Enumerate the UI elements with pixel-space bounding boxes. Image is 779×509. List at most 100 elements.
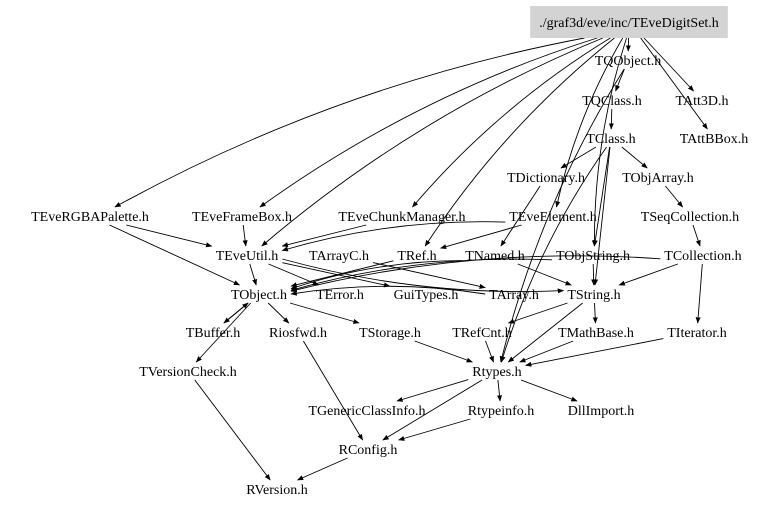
node-TCollection[interactable]: TCollection.h [664,249,741,264]
edge-TMathBase-to-Rtypes [519,340,574,363]
node-TRefCnt[interactable]: TRefCnt.h [452,326,512,341]
node-TNamed[interactable]: TNamed.h [465,249,524,264]
node-label: TEveElement.h [509,210,596,225]
edge-TObject-to-TStorage [289,302,360,324]
node-label: TBuffer.h [186,326,241,341]
node-TObject[interactable]: TObject.h [231,288,287,303]
edge-TNamed-to-TString [517,263,572,286]
edge-TObject-to-TVersionCheck [195,302,252,363]
node-label: TObjArray.h [622,171,694,186]
edge-RConfig-to-RVersion [296,457,348,481]
edge-TClass-to-TDictionary [560,146,597,169]
edge-TObject-to-Riosfwd [267,302,290,324]
node-Riosfwd[interactable]: Riosfwd.h [269,326,327,341]
node-TEveUtil[interactable]: TEveUtil.h [216,249,279,264]
node-TAtt3D[interactable]: TAtt3D.h [676,94,729,109]
edge-TBuffer-to-TObject [223,302,249,324]
edge-TString-to-TRefCnt [507,302,568,324]
edge-Rtypeinfo-to-RConfig [398,418,471,441]
edge-TObjString-to-TObject [290,258,553,292]
edge-TClass-to-Rtypes [500,146,607,363]
node-DllImport[interactable]: DllImport.h [568,404,635,419]
edge-TObjArray-to-TSeqCollection [665,185,683,208]
node-TMathBase[interactable]: TMathBase.h [558,326,634,341]
edge-TEveUtil-to-TObject [249,263,257,286]
edge-TQClass-to-TClass [608,108,614,130]
edge-TEveDigitSet-to-TRef [424,37,615,247]
node-label: Riosfwd.h [269,326,327,341]
node-TQClass[interactable]: TQClass.h [582,94,642,109]
node-TObjString[interactable]: TObjString.h [556,249,630,264]
node-label: TObjString.h [556,249,630,264]
node-TEveRGBAPalette[interactable]: TEveRGBAPalette.h [31,210,149,225]
node-label: TArray.h [489,288,539,303]
node-TEveDigitSet[interactable]: ./graf3d/eve/inc/TEveDigitSet.h [530,6,728,38]
node-Rtypeinfo[interactable]: Rtypeinfo.h [468,404,535,419]
node-label: TClass.h [586,132,635,147]
node-TString[interactable]: TString.h [567,288,620,303]
node-label: TSeqCollection.h [641,210,739,225]
node-TObjArray[interactable]: TObjArray.h [622,171,694,186]
root-node-highlight [530,6,728,38]
node-TError[interactable]: TError.h [316,288,364,303]
node-TEveChunkManager[interactable]: TEveChunkManager.h [338,210,465,225]
edge-TCollection-to-TString [618,263,678,286]
node-TArrayC[interactable]: TArrayC.h [309,249,369,264]
edge-TEveDigitSet-to-TObjString [591,37,627,247]
node-TAttBBox[interactable]: TAttBBox.h [680,132,749,147]
node-Rtypes[interactable]: Rtypes.h [472,365,521,380]
edge-TClass-to-TObjArray [621,146,648,169]
edge-TDictionary-to-TNamed [500,185,541,247]
node-label: RConfig.h [339,443,398,458]
edge-Rtypes-to-DllImport [520,379,578,402]
edge-TEveDigitSet-to-TEveChunkManager [412,37,611,208]
node-label: TGenericClassInfo.h [308,404,425,419]
edge-TRefCnt-to-Rtypes [485,340,494,363]
node-label: TMathBase.h [558,326,634,341]
edge-TSeqCollection-to-TCollection [692,224,701,247]
node-TStorage[interactable]: TStorage.h [359,326,421,341]
node-label: TObject.h [231,288,287,303]
edge-TArrayC-to-TArray [372,262,486,289]
node-TRef[interactable]: TRef.h [397,249,436,264]
node-RConfig[interactable]: RConfig.h [339,443,398,458]
node-TEveElement[interactable]: TEveElement.h [509,210,596,225]
node-label: TNamed.h [465,249,524,264]
edge-TClass-to-TString [593,146,611,286]
node-label: TRefCnt.h [452,326,512,341]
node-TQObject[interactable]: TQObject.h [595,54,661,69]
node-label: TEveUtil.h [216,249,279,264]
node-TClass[interactable]: TClass.h [586,132,635,147]
node-RVersion[interactable]: RVersion.h [246,483,308,498]
edge-TObjString-to-TString [591,263,597,286]
node-label: TCollection.h [664,249,741,264]
node-GuiTypes[interactable]: GuiTypes.h [394,288,459,303]
node-label: Rtypeinfo.h [468,404,535,419]
node-label: TEveRGBAPalette.h [31,210,149,225]
edge-TEveDigitSet-to-TAtt3D [643,37,695,92]
node-label: TQClass.h [582,94,642,109]
node-label: TRef.h [397,249,436,264]
edge-TEveUtil-to-GuiTypes [282,262,391,288]
edge-TEveRGBAPalette-to-TObject [109,224,241,286]
edge-TNamed-to-TObject [290,260,462,290]
node-TSeqCollection[interactable]: TSeqCollection.h [641,210,739,225]
node-TEveFrameBox[interactable]: TEveFrameBox.h [192,210,292,225]
edge-Rtypes-to-TGenericClassInfo [396,379,469,402]
edge-Riosfwd-to-RConfig [303,340,363,441]
node-TGenericClassInfo[interactable]: TGenericClassInfo.h [308,404,425,419]
edge-TEveDigitSet-to-TAttBBox [640,37,708,130]
edge-Rtypes-to-Rtypeinfo [497,379,503,402]
node-label: TStorage.h [359,326,421,341]
edge-TClass-to-TObjString [592,146,611,247]
node-TIterator[interactable]: TIterator.h [667,326,726,341]
node-TArray[interactable]: TArray.h [489,288,539,303]
node-label: GuiTypes.h [394,288,459,303]
node-label: TAttBBox.h [680,132,749,147]
node-TBuffer[interactable]: TBuffer.h [186,326,241,341]
edge-TEveDigitSet-to-TEveRGBAPalette [114,37,585,208]
node-TDictionary[interactable]: TDictionary.h [507,171,585,186]
node-label: TArrayC.h [309,249,369,264]
node-TVersionCheck[interactable]: TVersionCheck.h [139,365,237,380]
node-label: DllImport.h [568,404,635,419]
